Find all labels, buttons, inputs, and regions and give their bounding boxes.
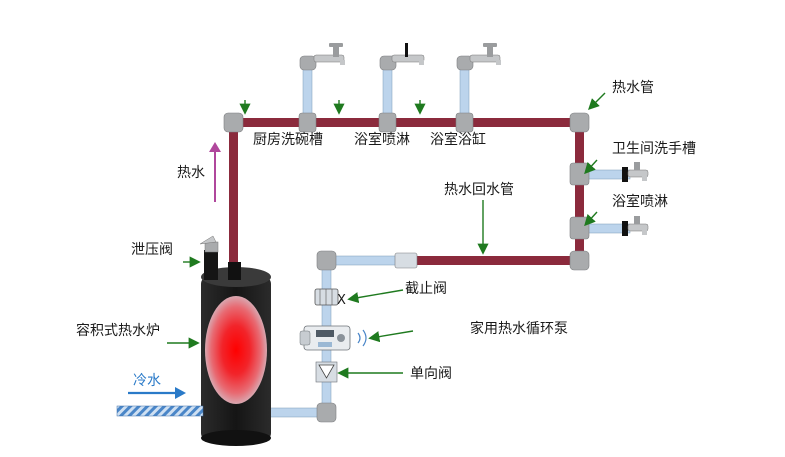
circulation-pump-icon xyxy=(299,325,367,351)
pipe-fittings xyxy=(223,55,590,423)
faucet-icon xyxy=(391,43,425,65)
label-pump: 家用热水循环泵 xyxy=(470,320,568,337)
faucet-icon xyxy=(313,43,345,65)
faucet-icon xyxy=(469,43,501,65)
label-return-pipe: 热水回水管 xyxy=(444,182,514,198)
faucet-icon xyxy=(622,162,649,182)
stop-valve-icon xyxy=(314,288,339,306)
water-heater-icon xyxy=(201,250,271,446)
relief-valve-icon xyxy=(199,235,219,253)
label-check-valve: 单向阀 xyxy=(410,366,452,382)
label-wash-basin: 卫生间洗手槽 xyxy=(612,141,696,157)
label-bathtub: 浴室浴缸 xyxy=(430,131,486,148)
hot-water-main-pipe xyxy=(229,118,584,266)
label-kitchen-sink: 厨房洗碗槽 xyxy=(253,132,323,148)
label-stop-valve: 截止阀 xyxy=(405,281,447,297)
hot-return-pipe xyxy=(410,256,584,265)
label-hot-pipe: 热水管 xyxy=(612,80,654,96)
label-cold-water: 冷水 xyxy=(133,373,161,389)
callout-arrows xyxy=(167,92,606,379)
return-coupling xyxy=(394,252,418,269)
label-relief-valve: 泄压阀 xyxy=(131,242,173,258)
label-hot-water: 热水 xyxy=(177,165,205,181)
cold-water-direction-arrow xyxy=(128,387,186,399)
stop-valve-mark: X xyxy=(337,293,346,308)
cold-inlet-pipe xyxy=(116,405,204,417)
label-heater: 容积式热水炉 xyxy=(76,322,160,339)
check-valve-icon xyxy=(315,361,338,383)
label-shower-right: 浴室喷淋 xyxy=(612,193,668,210)
hot-water-direction-arrow xyxy=(209,142,221,202)
label-shower-top: 浴室喷淋 xyxy=(354,131,410,148)
faucet-icon xyxy=(622,216,649,236)
